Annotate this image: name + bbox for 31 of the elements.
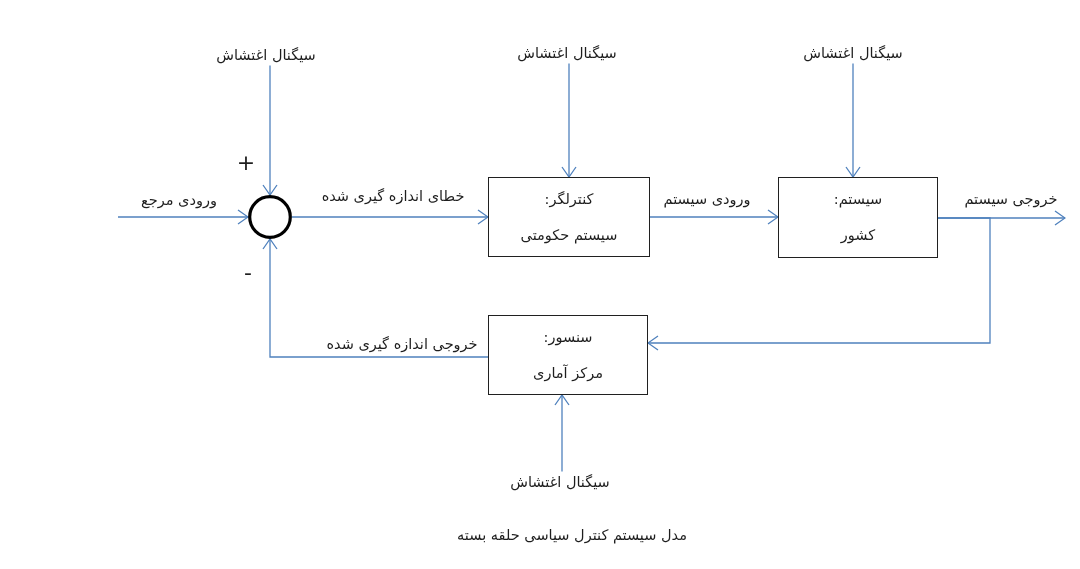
arrow (554, 394, 570, 473)
process-box (488, 315, 648, 395)
arrow (117, 209, 249, 225)
arrow (291, 209, 489, 225)
body-text: کشور (840, 227, 876, 244)
body-text: مرکز آماری (533, 364, 603, 382)
heading-text: سیستم: (833, 191, 883, 208)
arrow (262, 64, 278, 196)
arrow (262, 238, 489, 358)
arrow (845, 62, 861, 178)
body-text: سیستم حکومتی (520, 226, 618, 244)
arrow (561, 62, 577, 178)
edge-label: خروجی سیستم (964, 190, 1058, 208)
process-box (778, 177, 938, 258)
heading-text: کنترلگر: (544, 190, 594, 208)
process-box (488, 177, 650, 257)
signal-label: سیگنال اغتشاش (216, 46, 316, 64)
caption: مدل سیستم کنترل سیاسی حلقه بسته (457, 526, 687, 544)
edge-label: ورودی مرجع (141, 191, 217, 209)
sign-label: - (244, 262, 252, 284)
sign-label: + (236, 152, 256, 174)
edge-label: ورودی سیستم (663, 190, 751, 208)
edge-label: خطای اندازه گیری شده (321, 187, 465, 205)
arrow (647, 217, 991, 351)
edge-label: خروجی اندازه گیری شده (326, 335, 478, 353)
arrow (649, 209, 779, 225)
signal-label: سیگنال اغتشاش (517, 44, 617, 62)
signal-label: سیگنال اغتشاش (803, 44, 903, 62)
signal-label: سیگنال اغتشاش (510, 473, 610, 491)
summing-junction (248, 195, 292, 239)
heading-text: سنسور: (543, 328, 593, 346)
